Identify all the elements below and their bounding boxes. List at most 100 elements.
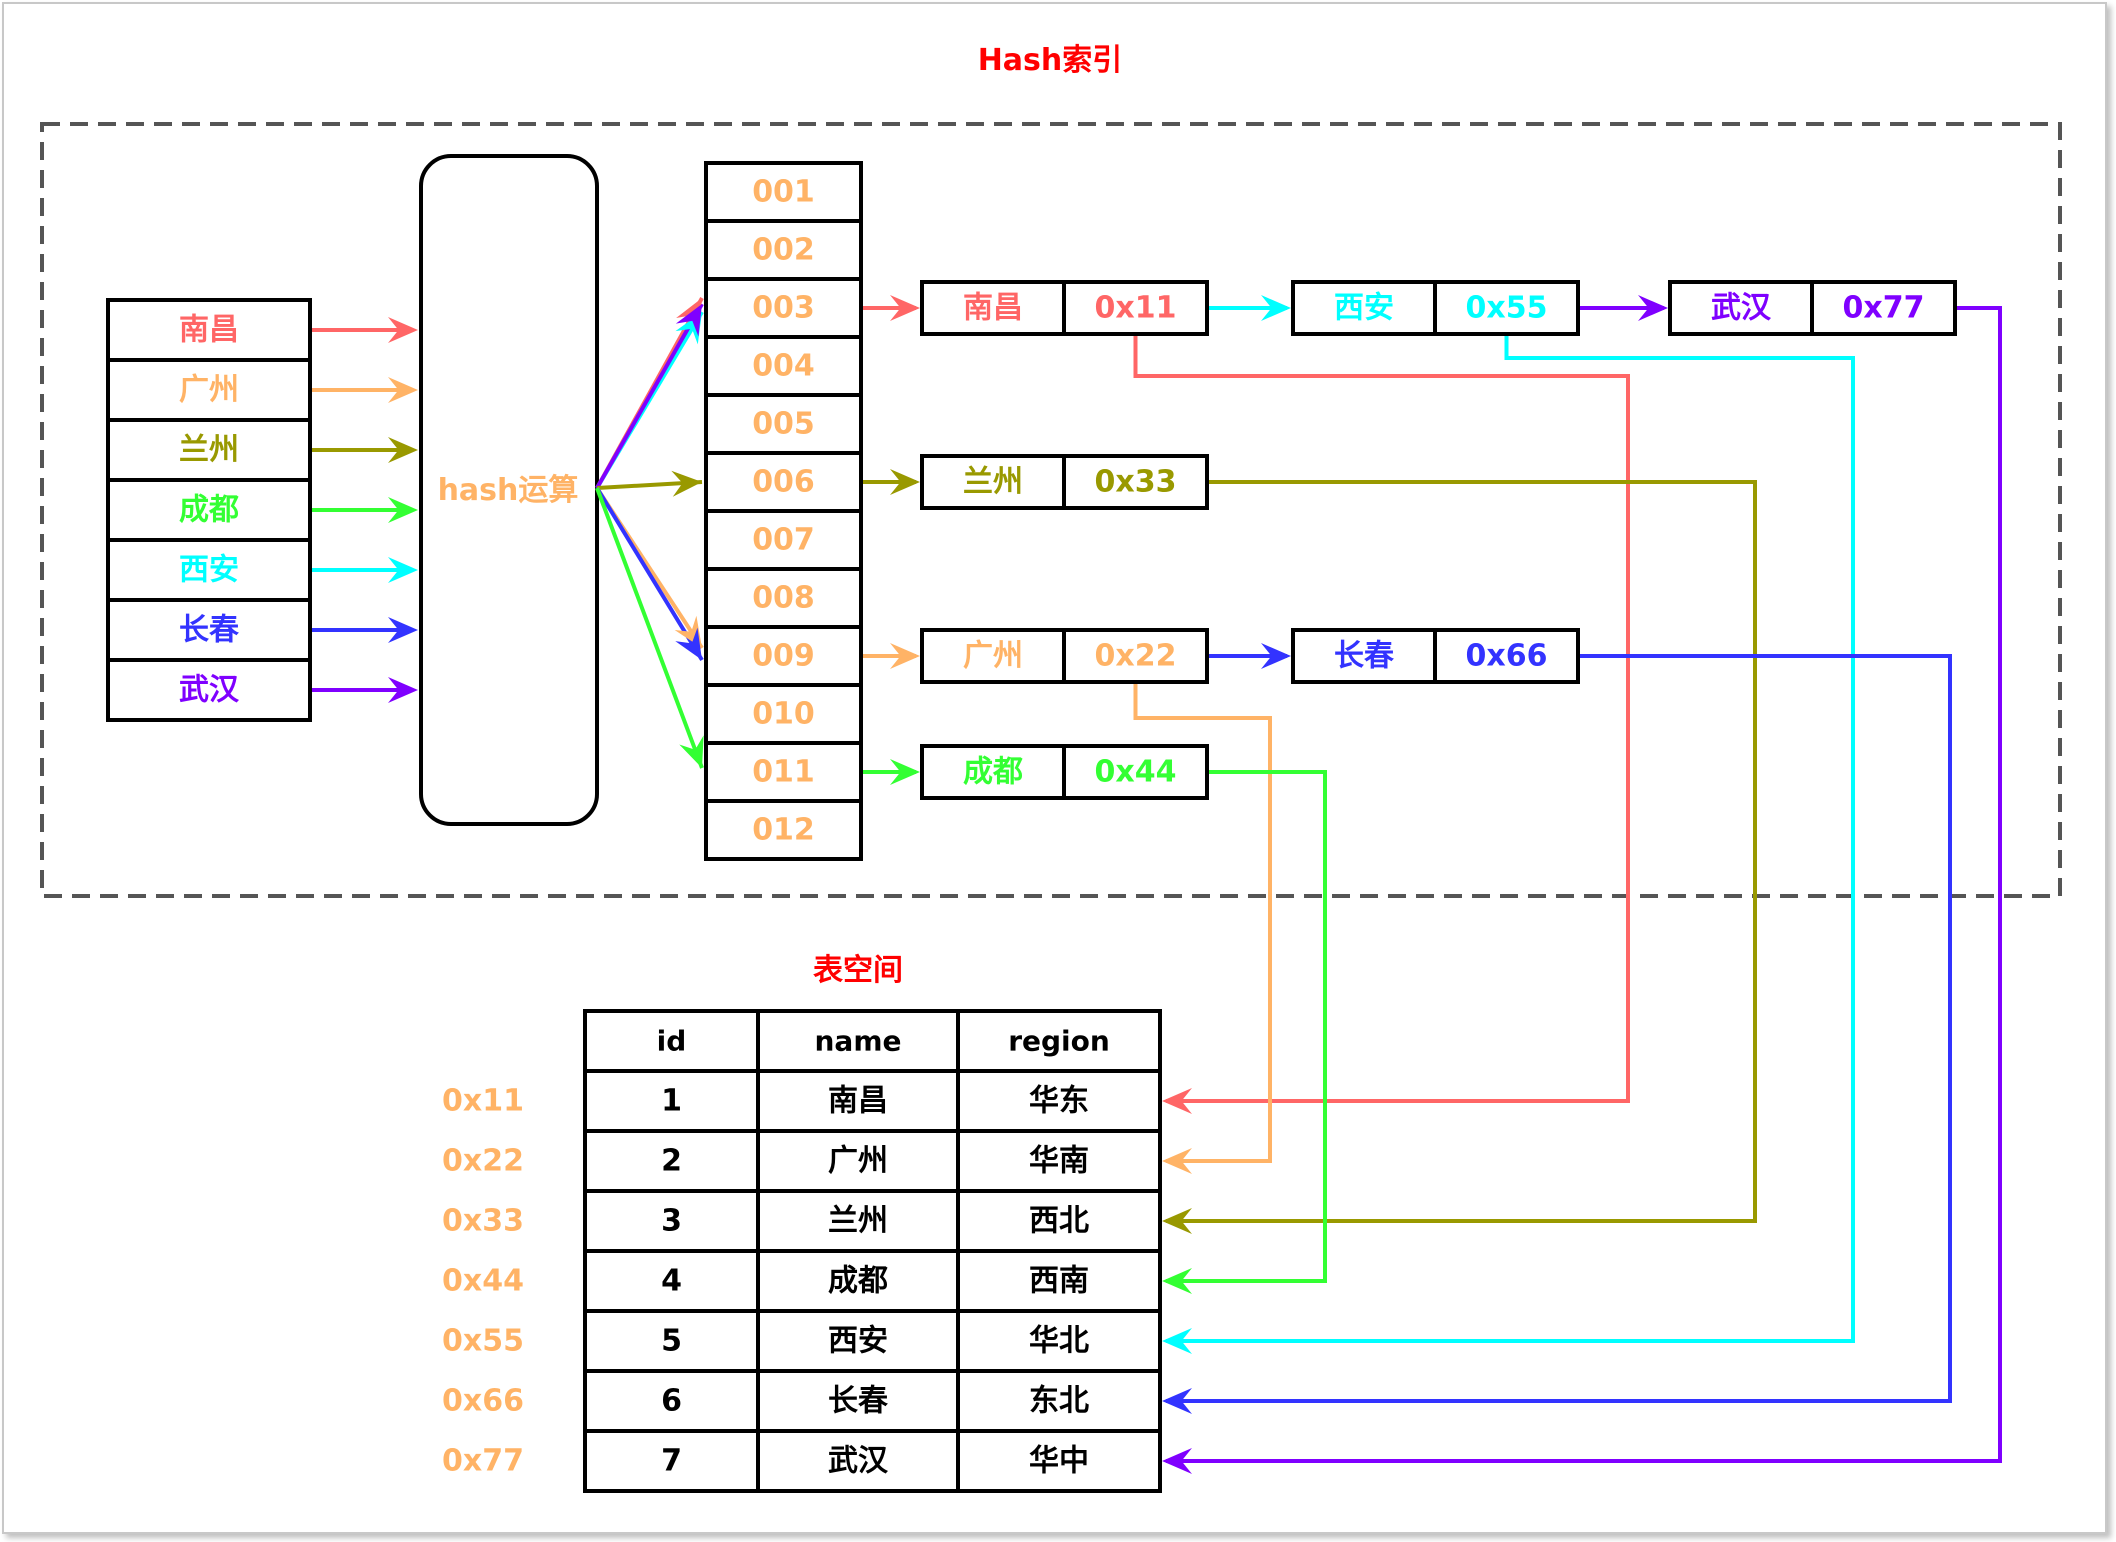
chain-node-addr-cell xyxy=(1062,454,1209,510)
diagram-title: Hash索引 xyxy=(978,43,1123,78)
bucket-label: 005 xyxy=(752,407,815,442)
bucket-cell xyxy=(704,509,863,571)
chain-node-key: 兰州 xyxy=(963,465,1023,500)
pointer-to-row-line xyxy=(1166,306,2002,1463)
chain-node-addr: 0x77 xyxy=(1843,291,1925,326)
chain-node-key-cell xyxy=(1668,280,1814,336)
bucket-label: 003 xyxy=(752,291,815,326)
table-cell xyxy=(583,1069,760,1133)
chain-node-key-cell xyxy=(920,280,1066,336)
key-cell xyxy=(106,478,312,542)
key-label: 西安 xyxy=(179,553,239,588)
key-to-hash-arrowhead xyxy=(388,317,418,343)
row-address-label: 0x11 xyxy=(442,1084,524,1119)
pointer-to-row-line xyxy=(1166,654,1952,1403)
chain-node-key-cell xyxy=(920,628,1066,684)
pointer-to-row-line xyxy=(1166,334,1855,1343)
table-cell xyxy=(583,1429,760,1493)
pointer-to-row-arrowhead xyxy=(1162,1268,1192,1294)
table-cell-id: 3 xyxy=(661,1204,682,1239)
pointer-to-row-arrowhead xyxy=(1162,1148,1192,1174)
row-address-label: 0x33 xyxy=(442,1204,524,1239)
bucket-to-node-arrowhead xyxy=(890,469,920,495)
key-to-hash-arrowhead xyxy=(388,437,418,463)
chain-node-addr-cell xyxy=(1433,280,1580,336)
key-cell xyxy=(106,598,312,662)
chain-node-key: 成都 xyxy=(963,755,1023,790)
bucket-label: 012 xyxy=(752,813,815,848)
pointer-to-row-arrowhead xyxy=(1162,1388,1192,1414)
bucket-label: 006 xyxy=(752,465,815,500)
key-to-hash-arrowhead xyxy=(388,557,418,583)
table-header: region xyxy=(1008,1025,1110,1058)
table-cell xyxy=(583,1189,760,1253)
table-cell xyxy=(956,1249,1162,1313)
chain-node-addr: 0x33 xyxy=(1095,465,1177,500)
table-cell-id: 1 xyxy=(661,1084,682,1119)
table-cell-id: 4 xyxy=(661,1264,682,1299)
table-cell-name: 武汉 xyxy=(828,1444,889,1479)
key-label: 广州 xyxy=(179,373,239,408)
table-cell xyxy=(756,1189,960,1253)
chain-next-arrowhead xyxy=(1261,643,1291,669)
chain-node-addr: 0x66 xyxy=(1466,639,1548,674)
hash-to-bucket-arrowhead xyxy=(675,627,702,660)
table-cell xyxy=(756,1369,960,1433)
table-cell-name: 兰州 xyxy=(828,1204,888,1239)
row-address-label: 0x44 xyxy=(442,1264,524,1299)
table-cell xyxy=(956,1429,1162,1493)
bucket-to-node-arrowhead xyxy=(890,643,920,669)
key-to-hash-arrowhead xyxy=(388,497,418,523)
pointer-to-row-arrowhead xyxy=(1162,1208,1192,1234)
table-cell-name: 南昌 xyxy=(828,1084,888,1119)
bucket-cell xyxy=(704,161,863,223)
row-address-label: 0x66 xyxy=(442,1384,524,1419)
key-cell xyxy=(106,658,312,722)
chain-node-addr-cell xyxy=(1062,744,1209,800)
table-cell-region: 华东 xyxy=(1029,1084,1089,1119)
table-cell-region: 西北 xyxy=(1029,1204,1089,1239)
bucket-label: 002 xyxy=(752,233,815,268)
bucket-label: 004 xyxy=(752,349,815,384)
bucket-label: 001 xyxy=(752,175,815,210)
chain-next-arrowhead xyxy=(1261,295,1291,321)
table-cell-name: 成都 xyxy=(828,1264,888,1299)
chain-node-addr: 0x55 xyxy=(1466,291,1548,326)
chain-node-key: 南昌 xyxy=(963,291,1023,326)
table-header-cell xyxy=(956,1009,1162,1073)
key-label: 武汉 xyxy=(179,673,240,708)
pointer-to-row-line xyxy=(1166,480,1757,1223)
chain-node-addr-cell xyxy=(1062,280,1209,336)
bucket-cell xyxy=(704,567,863,629)
chain-node-addr-cell xyxy=(1062,628,1209,684)
table-cell-id: 7 xyxy=(661,1444,682,1479)
table-cell xyxy=(956,1189,1162,1253)
table-cell-id: 2 xyxy=(661,1144,682,1179)
hash-to-bucket-arrowhead xyxy=(671,470,702,497)
hash-to-bucket-arrowhead xyxy=(675,304,702,337)
table-title: 表空间 xyxy=(813,953,903,988)
bucket-cell xyxy=(704,393,863,455)
pointer-to-row-line xyxy=(1133,334,1630,1103)
hash-to-bucket-line xyxy=(595,303,704,489)
pointer-to-row-arrowhead xyxy=(1162,1088,1192,1114)
key-cell xyxy=(106,298,312,362)
table-cell-name: 广州 xyxy=(828,1144,888,1179)
table-cell xyxy=(756,1309,960,1373)
chain-node-addr: 0x11 xyxy=(1095,291,1177,326)
chain-node-key: 西安 xyxy=(1334,291,1394,326)
key-to-hash-arrowhead xyxy=(388,617,418,643)
table-cell-region: 东北 xyxy=(1029,1384,1089,1419)
table-cell-region: 华南 xyxy=(1029,1144,1089,1179)
table-cell-id: 5 xyxy=(661,1324,682,1359)
chain-node-key-cell xyxy=(920,744,1066,800)
pointer-to-row-line xyxy=(1166,770,1327,1283)
bucket-label: 011 xyxy=(752,755,815,790)
bucket-cell xyxy=(704,799,863,861)
key-label: 成都 xyxy=(179,493,239,528)
bucket-to-node-arrowhead xyxy=(890,295,920,321)
bucket-label: 007 xyxy=(752,523,815,558)
chain-node-key: 武汉 xyxy=(1711,291,1772,326)
